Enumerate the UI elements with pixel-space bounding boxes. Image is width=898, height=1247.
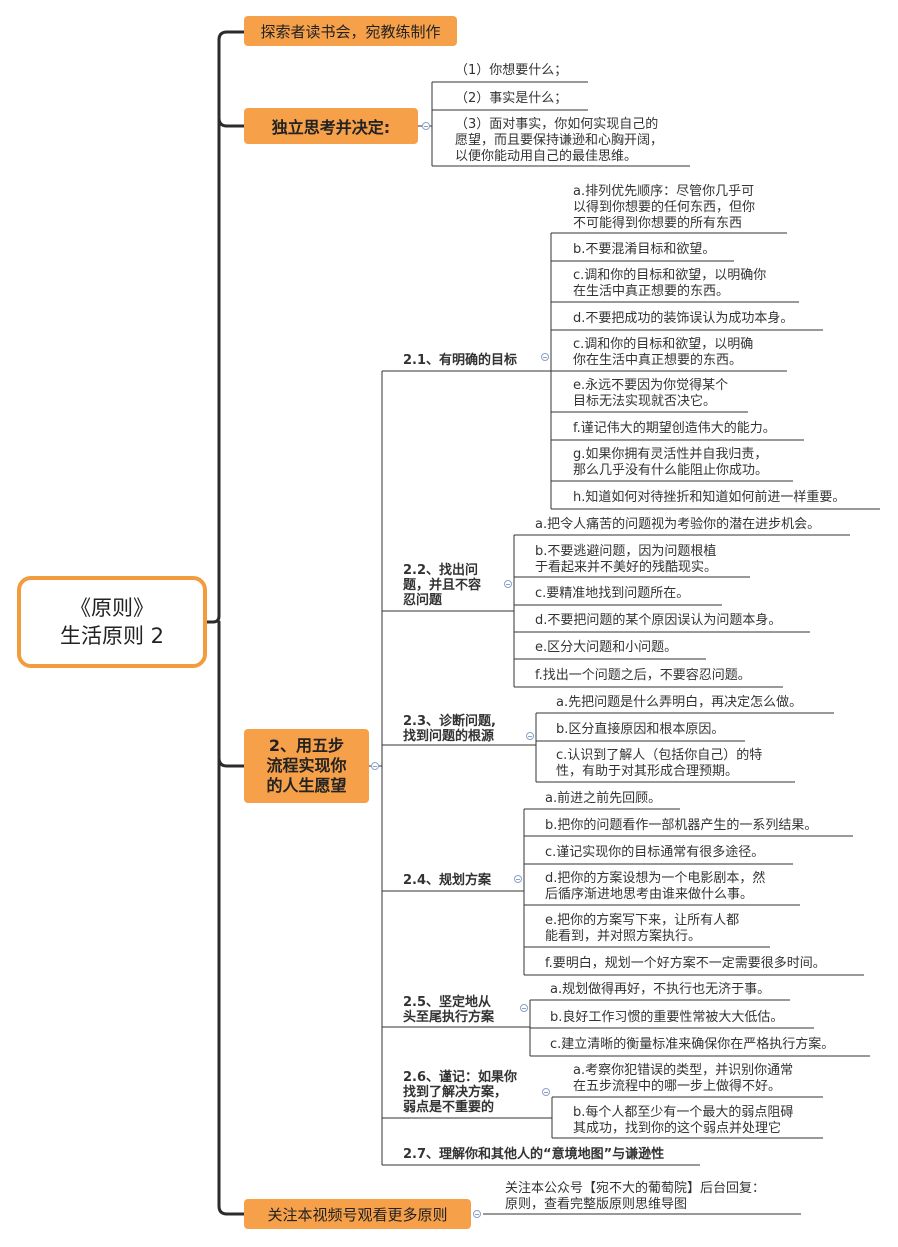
s21-item: 你在生活中真正想要的东西。	[573, 353, 743, 368]
s24-item: d.把你的方案设想为一个电影剧本，然	[545, 871, 766, 886]
section-2-4-title[interactable]: 2.4、规划方案	[403, 873, 492, 888]
s26-item: 其成功，找到你的这个弱点并处理它	[573, 1121, 782, 1136]
collapse-icon[interactable]	[542, 1088, 550, 1096]
s22-item: a.把令人痛苦的问题视为考验你的潜在进步机会。	[535, 517, 821, 532]
s23-item: c.认识到了解人（包括你自己）的特	[556, 748, 763, 763]
think-item: 愿望，而且要保持谦逊和心胸开阔，	[455, 133, 664, 148]
collapse-icon[interactable]	[526, 732, 534, 740]
root-subtitle: 生活原则 2	[59, 624, 165, 648]
s21-item: g.如果你拥有灵活性并自我归责，	[573, 447, 768, 462]
s24-item: c.谨记实现你的目标通常有很多途径。	[545, 845, 765, 860]
collapse-icon[interactable]	[520, 1004, 528, 1012]
s21-item: e.永远不要因为你觉得某个	[573, 378, 729, 393]
five-step-line: 流程实现你	[266, 756, 347, 775]
section-2-3-title[interactable]: 找到问题的根源	[403, 729, 495, 744]
s21-item: b.不要混淆目标和欲望。	[573, 242, 716, 257]
s21-item: f.谨记伟大的期望创造伟大的能力。	[573, 421, 776, 436]
s22-item: d.不要把问题的某个原因误认为问题本身。	[535, 613, 782, 628]
think-item: （3）面对事实，你如何实现自己的	[455, 117, 659, 132]
s22-item: c.要精准地找到问题所在。	[535, 586, 690, 601]
s26-item: b.每个人都至少有一个最大的弱点阻碍	[573, 1105, 794, 1120]
s22-item: 于看起来并不美好的残酷现实。	[535, 560, 718, 575]
section-2-7-title[interactable]: 2.7、理解你和其他人的“意境地图”与谦逊性	[403, 1147, 665, 1162]
collapse-icon[interactable]	[541, 353, 549, 361]
section-2-6-title[interactable]: 找到了解决方案，	[403, 1085, 508, 1100]
s21-item: c.调和你的目标和欲望，以明确	[573, 337, 754, 352]
s26-item: a.考察你犯错误的类型，并识别你通常	[573, 1063, 794, 1078]
think-item: （1）你想要什么；	[455, 63, 568, 78]
think-node[interactable]: 独立思考并决定:	[244, 108, 418, 144]
top-note-label: 探索者读书会，宛教练制作	[260, 22, 441, 41]
s21-item: 那么几乎没有什么能阻止你成功。	[573, 463, 769, 478]
s24-item: b.把你的问题看作一部机器产生的一系列结果。	[545, 818, 818, 833]
s21-item: c.调和你的目标和欲望，以明确你	[573, 268, 767, 283]
s25-item: b.良好工作习惯的重要性常被大大低估。	[550, 1010, 784, 1025]
s23-item: a.先把问题是什么弄明白，再决定怎么做。	[556, 695, 803, 710]
follow-node[interactable]: 关注本视频号观看更多原则	[244, 1199, 471, 1229]
five-step-line: 的人生愿望	[266, 776, 347, 795]
s21-item: a.排列优先顺序：尽管你几乎可	[573, 184, 755, 199]
root-node[interactable]: 《原则》 生活原则 2	[17, 576, 207, 668]
collapse-icon[interactable]	[422, 122, 430, 130]
follow-note: 关注本公众号【宛不大的葡萄院】后台回复：	[505, 1181, 766, 1196]
top-note-node[interactable]: 探索者读书会，宛教练制作	[244, 16, 457, 46]
s23-item: b.区分直接原因和根本原因。	[556, 722, 725, 737]
s21-item: 不可能得到你想要的所有东西	[573, 216, 743, 231]
collapse-icon[interactable]	[371, 762, 379, 770]
section-2-2-title[interactable]: 忍问题	[403, 593, 443, 608]
s22-item: e.区分大问题和小问题。	[535, 640, 678, 655]
s24-item: e.把你的方案写下来，让所有人都	[545, 913, 740, 928]
s21-item: h.知道如何对待挫折和知道如何前进一样重要。	[573, 490, 846, 505]
s22-item: f.找出一个问题之后，不要容忍问题。	[535, 668, 751, 683]
s22-item: b.不要逃避问题，因为问题根植	[535, 544, 717, 559]
s23-item: 性，有助于对其形成合理预期。	[556, 764, 739, 779]
five-step-line: 2、用五步	[268, 736, 345, 755]
s21-item: 目标无法实现就否决它。	[573, 394, 717, 409]
root-title: 《原则》	[70, 596, 154, 620]
section-2-5-title[interactable]: 2.5、坚定地从	[403, 995, 492, 1010]
section-2-6-title[interactable]: 2.6、谨记：如果你	[403, 1070, 518, 1085]
s21-item: 以得到你想要的任何东西，但你	[573, 200, 756, 215]
s21-item: 在生活中真正想要的东西。	[573, 284, 730, 299]
s24-item: 能看到，并对照方案执行。	[545, 929, 702, 944]
s25-item: c.建立清晰的衡量标准来确保你在严格执行方案。	[550, 1037, 835, 1052]
think-item: 以便你能动用自己的最佳思维。	[455, 149, 638, 164]
section-2-1-title[interactable]: 2.1、有明确的目标	[403, 353, 518, 368]
section-2-2-title[interactable]: 题，并且不容	[403, 578, 482, 593]
collapse-icon[interactable]	[514, 875, 522, 883]
collapse-icon[interactable]	[504, 580, 512, 588]
follow-label: 关注本视频号观看更多原则	[267, 1205, 448, 1224]
section-2-3-title[interactable]: 2.3、诊断问题,	[403, 714, 496, 729]
s25-item: a.规划做得再好，不执行也无济于事。	[550, 982, 771, 997]
follow-note: 原则，查看完整版原则思维导图	[505, 1197, 688, 1212]
section-2-2-title[interactable]: 2.2、找出问	[403, 563, 479, 578]
think-label: 独立思考并决定:	[271, 118, 391, 137]
collapse-icon[interactable]	[473, 1210, 481, 1218]
section-2-5-title[interactable]: 头至尾执行方案	[403, 1010, 495, 1025]
s24-item: 后循序渐进地思考由谁来做什么事。	[545, 887, 754, 902]
s26-item: 在五步流程中的哪一步上做得不好。	[573, 1079, 782, 1094]
think-item: （2）事实是什么；	[455, 91, 568, 106]
s21-item: d.不要把成功的装饰误认为成功本身。	[573, 311, 794, 326]
s24-item: a.前进之前先回顾。	[545, 791, 662, 806]
section-2-6-title[interactable]: 弱点是不重要的	[403, 1100, 495, 1115]
five-step-node[interactable]: 2、用五步 流程实现你 的人生愿望	[244, 729, 369, 803]
s24-item: f.要明白，规划一个好方案不一定需要很多时间。	[545, 956, 826, 971]
